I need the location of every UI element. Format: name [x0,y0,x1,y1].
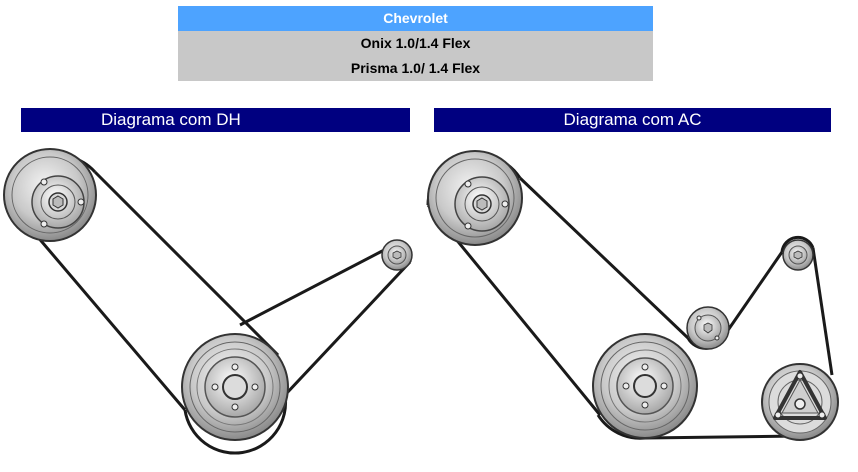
alternator-pulley [3,148,97,242]
ac-compressor-pulley [761,363,839,441]
brand-name: Chevrolet [178,6,653,31]
belt-diagram-dh [3,148,413,455]
vehicle-header-table: Chevrolet Onix 1.0/1.4 Flex Prisma 1.0/ … [178,6,653,81]
diagram-title-ac: Diagrama com AC [434,108,831,132]
alternator-pulley-ac [427,150,523,246]
crankshaft-pulley-ac [592,333,698,439]
model-line-2: Prisma 1.0/ 1.4 Flex [178,56,653,81]
steering-pump-pulley-ac [782,239,814,271]
model-line-1: Onix 1.0/1.4 Flex [178,31,653,56]
idler-pulley [686,306,730,350]
belt-diagram-ac [426,150,839,441]
diagram-title-dh: Diagrama com DH [21,108,410,132]
crankshaft-pulley [181,333,289,441]
steering-pump-pulley [381,239,413,271]
